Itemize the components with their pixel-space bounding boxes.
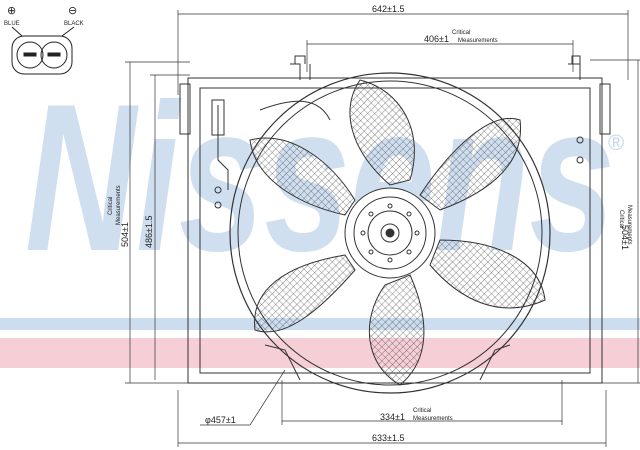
watermark-blue-band — [0, 318, 640, 330]
dim-fan-diameter: φ457±1 — [205, 415, 236, 425]
fan-blade — [254, 254, 356, 333]
fan-blade — [368, 274, 425, 386]
dim-right-height: 504±1 — [620, 225, 630, 250]
dim-top-critical-note1: Critical — [452, 30, 470, 36]
dim-top-width: 642±1.5 — [372, 4, 404, 14]
watermark: Nissens ® — [0, 60, 640, 368]
dim-bottom-critical: 334±1 — [380, 412, 405, 422]
dim-left-note1: Critical — [108, 197, 114, 215]
dim-bottom-critical-note1: Critical — [413, 408, 431, 414]
minus-label: BLACK — [64, 21, 84, 27]
dim-left-outer: 504±1 — [120, 222, 130, 247]
plus-label: BLUE — [4, 21, 20, 27]
connector-diagram: ⊕ ⊖ BLUE BLACK — [4, 5, 84, 75]
dim-right-note2: Measurements — [626, 205, 632, 245]
fan-blade — [429, 239, 546, 309]
dimension-labels: 642±1.5 Critical 406±1 Measurements Crit… — [108, 4, 632, 443]
dim-bottom-width: 633±1.5 — [372, 433, 404, 443]
dim-top-critical-note2: Measurements — [458, 38, 498, 44]
watermark-registered: ® — [608, 130, 624, 155]
plus-symbol: ⊕ — [7, 5, 16, 17]
fan-blade — [349, 79, 415, 186]
fan-assembly — [211, 72, 584, 394]
fan-blade — [249, 137, 356, 216]
dim-right-note1: Critical — [618, 210, 624, 228]
watermark-red-band — [0, 338, 640, 368]
dim-top-critical: 406±1 — [424, 34, 449, 44]
fan-blade — [419, 118, 522, 211]
dim-left-note2: Measurements — [116, 185, 122, 225]
dim-bottom-critical-note2: Measurements — [413, 416, 453, 422]
minus-symbol: ⊖ — [68, 5, 77, 17]
dim-left-inner: 486±1.5 — [144, 216, 154, 248]
